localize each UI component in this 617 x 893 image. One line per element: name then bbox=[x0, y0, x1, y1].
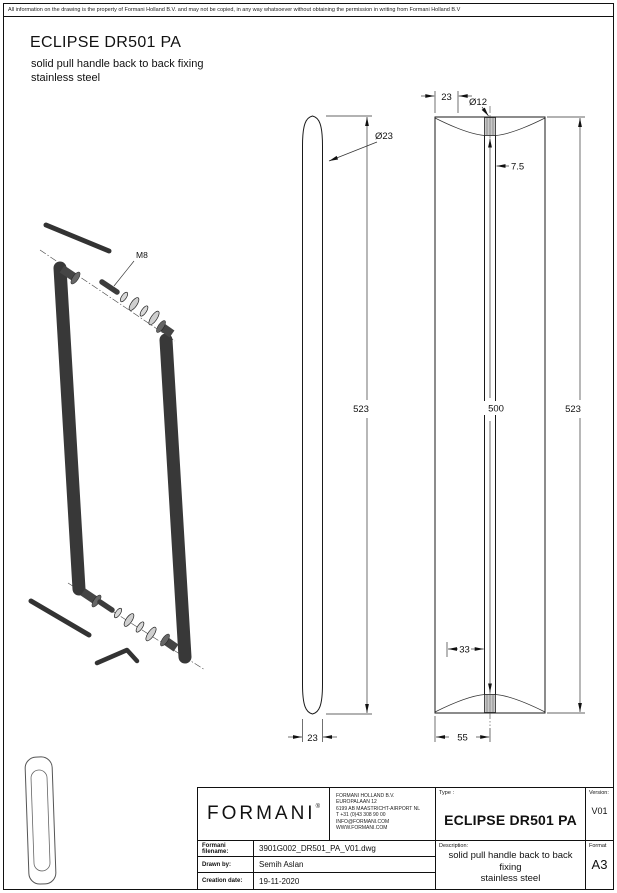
front-view: Ø12 7.5 23 500 523 33 bbox=[421, 91, 585, 744]
address-line: T +31 (0)43 308 90 00 bbox=[336, 812, 386, 819]
dim-label-side-length: 523 bbox=[353, 404, 369, 415]
product-type: ECLIPSE DR501 PA bbox=[444, 812, 577, 828]
allen-key bbox=[94, 647, 140, 666]
address-line: INFO@FORMANI.COM bbox=[336, 818, 390, 825]
drawnby-label: Drawn by: bbox=[198, 857, 254, 873]
dim-label-bottom-inner: 33 bbox=[459, 645, 470, 656]
boss-bottom-left bbox=[80, 588, 98, 604]
dim-label-screw-offset: 7.5 bbox=[511, 162, 524, 173]
dim-label-bottom-width: 55 bbox=[457, 733, 468, 744]
format-value: A3 bbox=[591, 857, 608, 872]
handle-bar-right bbox=[159, 333, 192, 664]
top-fixing-screw bbox=[484, 106, 496, 144]
address-line: WWW.FORMANI.COM bbox=[336, 825, 388, 832]
copyright-disclaimer: All information on the drawing is the pr… bbox=[4, 4, 613, 17]
subtitle-line-1: solid pull handle back to back fixing bbox=[31, 58, 204, 70]
dim-label-m8: M8 bbox=[136, 250, 148, 260]
title-block: FORMANI® FORMANI HOLLAND B.V. EUROPALAAN… bbox=[197, 787, 614, 890]
subtitle-line-2: stainless steel bbox=[31, 71, 101, 84]
bottom-fixing-screw bbox=[484, 687, 496, 726]
description-line-2: fixing bbox=[499, 861, 522, 873]
version-cell: Version: V01 bbox=[586, 788, 613, 841]
logo-text: FORMANI bbox=[206, 803, 316, 824]
handle-side-profile bbox=[302, 115, 323, 715]
version-label: Version: bbox=[589, 790, 609, 796]
fixing-rod-top bbox=[43, 222, 112, 254]
format-label: Format bbox=[589, 843, 607, 849]
description-line-3: stainless steel bbox=[480, 873, 541, 884]
address-line: EUROPALAAN 12 bbox=[336, 799, 377, 806]
format-cell: Format A3 bbox=[586, 841, 613, 889]
stud-top bbox=[99, 279, 120, 295]
description-cell: Description: solid pull handle back to b… bbox=[436, 841, 586, 889]
boss-top-left bbox=[59, 265, 77, 281]
fixing-rod-bottom bbox=[28, 598, 92, 638]
registered-mark: ® bbox=[315, 804, 321, 810]
version-value: V01 bbox=[591, 806, 608, 816]
stud-bottom bbox=[97, 599, 115, 613]
boss-top-right bbox=[159, 323, 175, 338]
handle-bar-left bbox=[53, 261, 86, 596]
address-line: 6199 AB MAASTRICHT-AIRPORT NL bbox=[336, 805, 421, 812]
page-subtitle: solid pull handle back to back fixing st… bbox=[31, 58, 203, 85]
creation-date-value: 19-11-2020 bbox=[254, 873, 436, 889]
dim-label-front-length: 523 bbox=[565, 404, 581, 415]
dim-label-screw-diameter: Ø12 bbox=[469, 97, 487, 108]
formani-logo: FORMANI® bbox=[198, 788, 330, 841]
washers-bottom bbox=[113, 607, 157, 642]
creation-date-label: Creation date: bbox=[198, 873, 254, 889]
description-line-1: solid pull handle back to back bbox=[448, 850, 573, 861]
dim-label-side-width: 23 bbox=[307, 733, 318, 744]
company-address: FORMANI HOLLAND B.V. EUROPALAAN 12 6199 … bbox=[330, 788, 436, 841]
boss-bottom-right bbox=[163, 637, 179, 652]
description-label: Description: bbox=[439, 843, 469, 849]
page-title: ECLIPSE DR501 PA bbox=[30, 34, 182, 51]
filename-label: Formani filename: bbox=[198, 841, 254, 857]
dim-label-front-tube: 23 bbox=[441, 92, 452, 103]
washers-top bbox=[119, 291, 160, 326]
exploded-view: M8 bbox=[28, 222, 206, 671]
type-cell: Type : ECLIPSE DR501 PA bbox=[436, 788, 586, 841]
side-view: Ø23 523 23 bbox=[288, 115, 393, 744]
drawnby-value: Semih Aslan bbox=[254, 857, 436, 873]
filename-value: 3901G002_DR501_PA_V01.dwg bbox=[254, 841, 436, 857]
thumbnail-outline bbox=[24, 756, 57, 885]
address-line: FORMANI HOLLAND B.V. bbox=[336, 793, 395, 799]
dim-label-hole-span: 500 bbox=[488, 404, 504, 415]
type-label: Type : bbox=[439, 790, 454, 796]
dim-label-side-diameter: Ø23 bbox=[375, 131, 393, 142]
